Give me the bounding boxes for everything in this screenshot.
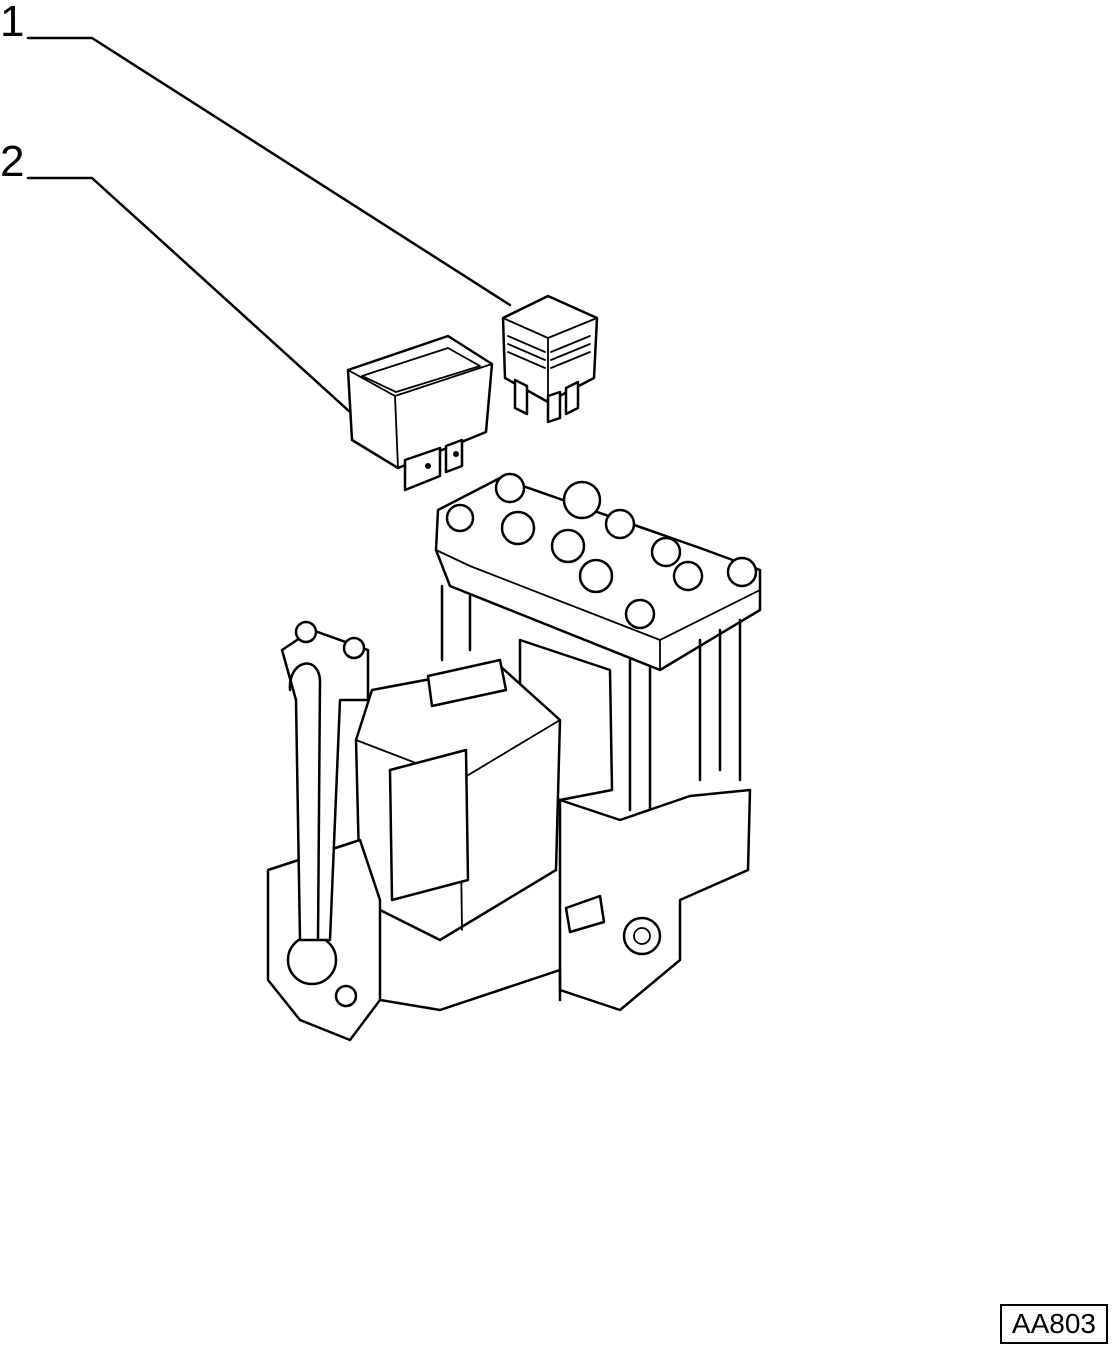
relay-small[interactable]: [501, 294, 599, 424]
callout-number-1: 1: [0, 0, 24, 46]
callout-2[interactable]: 2: [0, 137, 352, 414]
relay-large[interactable]: [346, 334, 494, 492]
leader-line-2: [26, 176, 352, 414]
leader-line-1: [26, 36, 512, 307]
figure-code-label: AA803: [999, 1304, 1108, 1344]
hydraulic-unit-assembly: [266, 472, 762, 1042]
callout-number-2: 2: [0, 137, 24, 186]
callout-1[interactable]: 1: [0, 0, 512, 307]
